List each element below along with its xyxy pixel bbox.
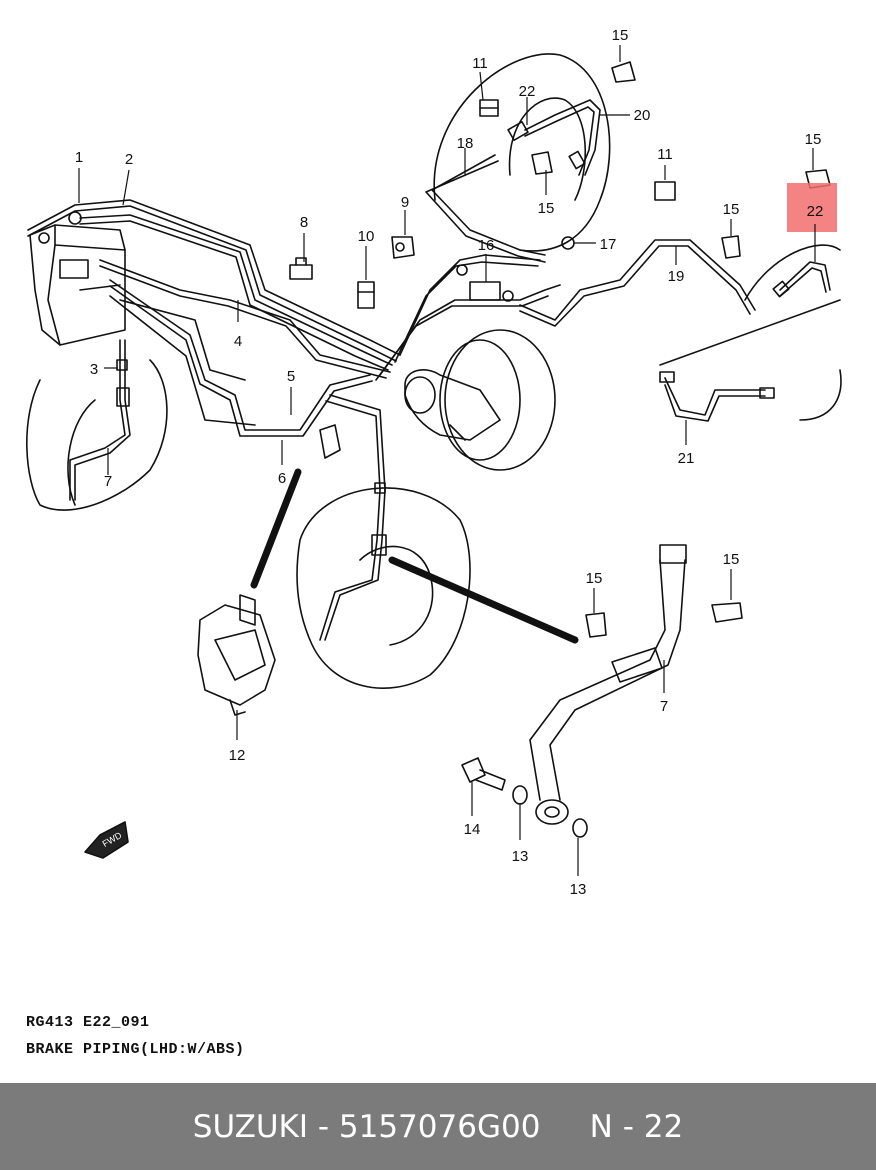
right-front-wheel-outline xyxy=(659,244,842,421)
diagram-code: RG413 E22_091 xyxy=(26,1014,150,1031)
callout-label: 12 xyxy=(229,747,246,764)
caliper-assembly xyxy=(197,594,276,716)
leader-bar-hose xyxy=(388,556,579,644)
callout-label: 11 xyxy=(472,55,488,72)
callout-label: 13 xyxy=(512,848,529,865)
callout-label-highlighted: 22 xyxy=(807,203,824,220)
right-rear-wheel-outline xyxy=(433,53,611,252)
pipe-front-left xyxy=(319,482,387,641)
brake-booster xyxy=(439,329,556,471)
brake-pipe-bundle xyxy=(27,199,561,501)
fitting-17 xyxy=(561,236,575,250)
footer-text: SUZUKI - 5157076G00 N - 22 xyxy=(192,1108,684,1145)
callout-label: 8 xyxy=(300,214,308,231)
callout-label: 20 xyxy=(634,107,651,124)
clip-15-top xyxy=(611,61,636,83)
callout-label: 1 xyxy=(75,149,83,166)
fitting-3 xyxy=(116,359,130,407)
clip-9 xyxy=(391,236,415,259)
left-wheel-outline xyxy=(26,359,168,511)
callout-label: 15 xyxy=(586,570,603,587)
callout-label: 4 xyxy=(234,333,242,350)
callout-label: 3 xyxy=(90,361,98,378)
pipe-18 xyxy=(425,154,546,263)
callout-label: 15 xyxy=(538,200,555,217)
callout-label: 21 xyxy=(678,450,695,467)
callout-label: 15 xyxy=(723,201,740,218)
clip-15-center xyxy=(585,612,607,638)
fwd-arrow-icon xyxy=(84,821,129,859)
joint-16 xyxy=(456,264,514,302)
highlight-box-22 xyxy=(787,183,837,232)
abs-hydraulic-unit xyxy=(29,224,126,346)
callout-label: 5 xyxy=(287,368,295,385)
clip-10 xyxy=(357,281,375,309)
callout-label: 6 xyxy=(278,470,286,487)
brake-piping-diagram: 1234567891011111213131415151515151516171… xyxy=(26,27,842,898)
brake-hose-large xyxy=(529,544,687,825)
clip-15-right xyxy=(721,235,741,259)
callout-label: 10 xyxy=(358,228,375,245)
master-cylinder xyxy=(404,369,501,441)
fitting-1b xyxy=(38,232,50,244)
diagram-title: BRAKE PIPING(LHD:W/ABS) xyxy=(26,1041,245,1058)
pipe-19 xyxy=(519,239,756,327)
callout-label: 15 xyxy=(723,551,740,568)
callout-label: 11 xyxy=(657,146,673,163)
clip-15-rear xyxy=(531,151,553,175)
clip-15-bottom-right xyxy=(711,602,743,623)
washer xyxy=(572,818,588,838)
pipe-20 xyxy=(507,99,601,176)
callout-label: 14 xyxy=(464,821,481,838)
callout-label: 9 xyxy=(401,194,409,211)
callout-label: 18 xyxy=(457,135,474,152)
callout-label: 15 xyxy=(612,27,629,44)
part-number-footer: SUZUKI - 5157076G00 N - 22 xyxy=(0,1083,876,1170)
clip-11-top xyxy=(479,99,499,117)
callout-label: 2 xyxy=(125,151,133,168)
fitting-1 xyxy=(68,211,82,225)
callout-label: 7 xyxy=(104,473,112,490)
banjo-bolt xyxy=(461,757,506,791)
callout-label: 16 xyxy=(478,237,495,254)
clip-11-right xyxy=(654,181,676,201)
callout-label: 19 xyxy=(668,268,685,285)
pipe-21 xyxy=(659,371,775,422)
callout-label: 7 xyxy=(660,698,668,715)
pipe-22 xyxy=(772,261,831,298)
callout-label: 17 xyxy=(600,236,617,253)
callout-label: 15 xyxy=(805,131,822,148)
callout-label: 22 xyxy=(519,83,536,100)
clip-near-6 xyxy=(319,424,341,459)
callout-label: 13 xyxy=(570,881,587,898)
washer xyxy=(512,785,528,805)
clip-8 xyxy=(289,257,313,280)
leader-bar-caliper xyxy=(250,468,302,589)
